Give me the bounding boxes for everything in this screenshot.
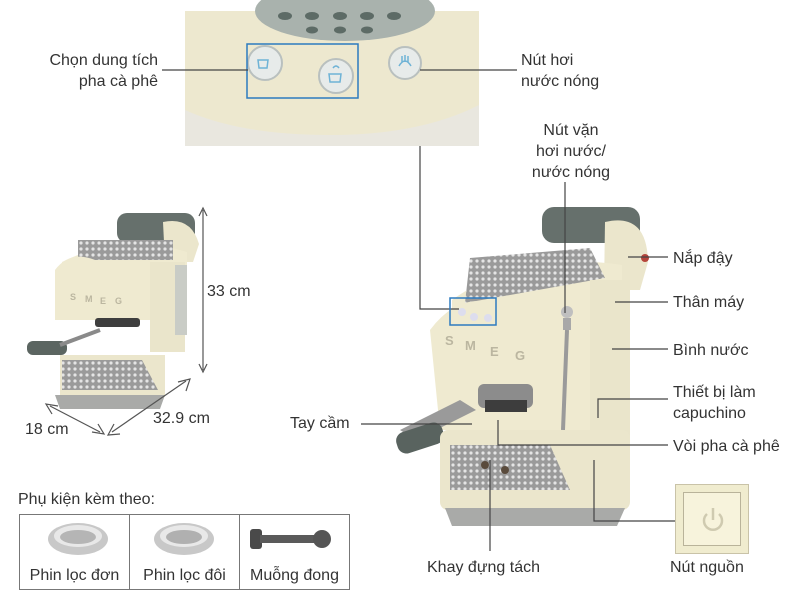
label-water-tank: Bình nước	[673, 342, 749, 359]
svg-text:G: G	[115, 296, 122, 306]
accessory-single-filter: Phin lọc đơn	[20, 515, 130, 589]
accessory-tamper: Muỗng đong	[240, 515, 349, 589]
accessories-title: Phụ kiện kèm theo:	[18, 491, 155, 508]
svg-text:M: M	[85, 294, 93, 304]
label-power: Nút nguồn	[670, 559, 744, 576]
accessory-label: Phin lọc đôi	[143, 567, 226, 584]
power-button-closeup	[675, 484, 749, 554]
label-steam-button: Nút hơi nước nóng	[521, 52, 600, 90]
dimension-height: 33 cm	[207, 283, 251, 300]
svg-text:E: E	[100, 296, 106, 306]
accessory-double-filter: Phin lọc đôi	[130, 515, 240, 589]
svg-text:S: S	[445, 333, 454, 348]
double-filter-icon	[154, 523, 214, 555]
svg-text:E: E	[490, 344, 499, 359]
dimension-width: 18 cm	[25, 421, 69, 438]
single-filter-icon	[48, 523, 108, 555]
label-lid: Nắp đậy	[673, 250, 733, 267]
dimension-depth: 32.9 cm	[153, 410, 210, 427]
label-spout: Vòi pha cà phê	[673, 438, 780, 455]
steam-button[interactable]	[388, 46, 422, 80]
dimension-lines	[44, 206, 208, 436]
svg-text:M: M	[465, 338, 476, 353]
label-steam-knob: Nút vặn hơi nước/ nước nóng	[531, 122, 611, 181]
accessories-table: Phin lọc đơn Phin lọc đôi Muỗng đong	[19, 514, 350, 590]
label-drip-tray: Khay đựng tách	[427, 559, 541, 576]
label-volume-select: Chọn dung tích pha cà phê	[49, 52, 158, 90]
svg-text:S: S	[70, 292, 76, 302]
label-cappuccino: Thiết bị làm capuchino	[673, 384, 756, 422]
accessory-label: Phin lọc đơn	[29, 567, 120, 584]
accessory-label: Muỗng đong	[250, 567, 339, 584]
svg-text:G: G	[515, 348, 525, 363]
single-cup-button[interactable]	[247, 45, 283, 81]
leader-lines	[162, 69, 675, 551]
label-handle: Tay cầm	[290, 415, 350, 432]
label-body: Thân máy	[673, 294, 745, 311]
double-cup-button[interactable]	[318, 58, 354, 94]
power-button[interactable]	[683, 492, 741, 546]
control-panel-closeup	[185, 0, 479, 146]
tamper-icon	[250, 529, 331, 549]
power-icon	[702, 508, 724, 531]
